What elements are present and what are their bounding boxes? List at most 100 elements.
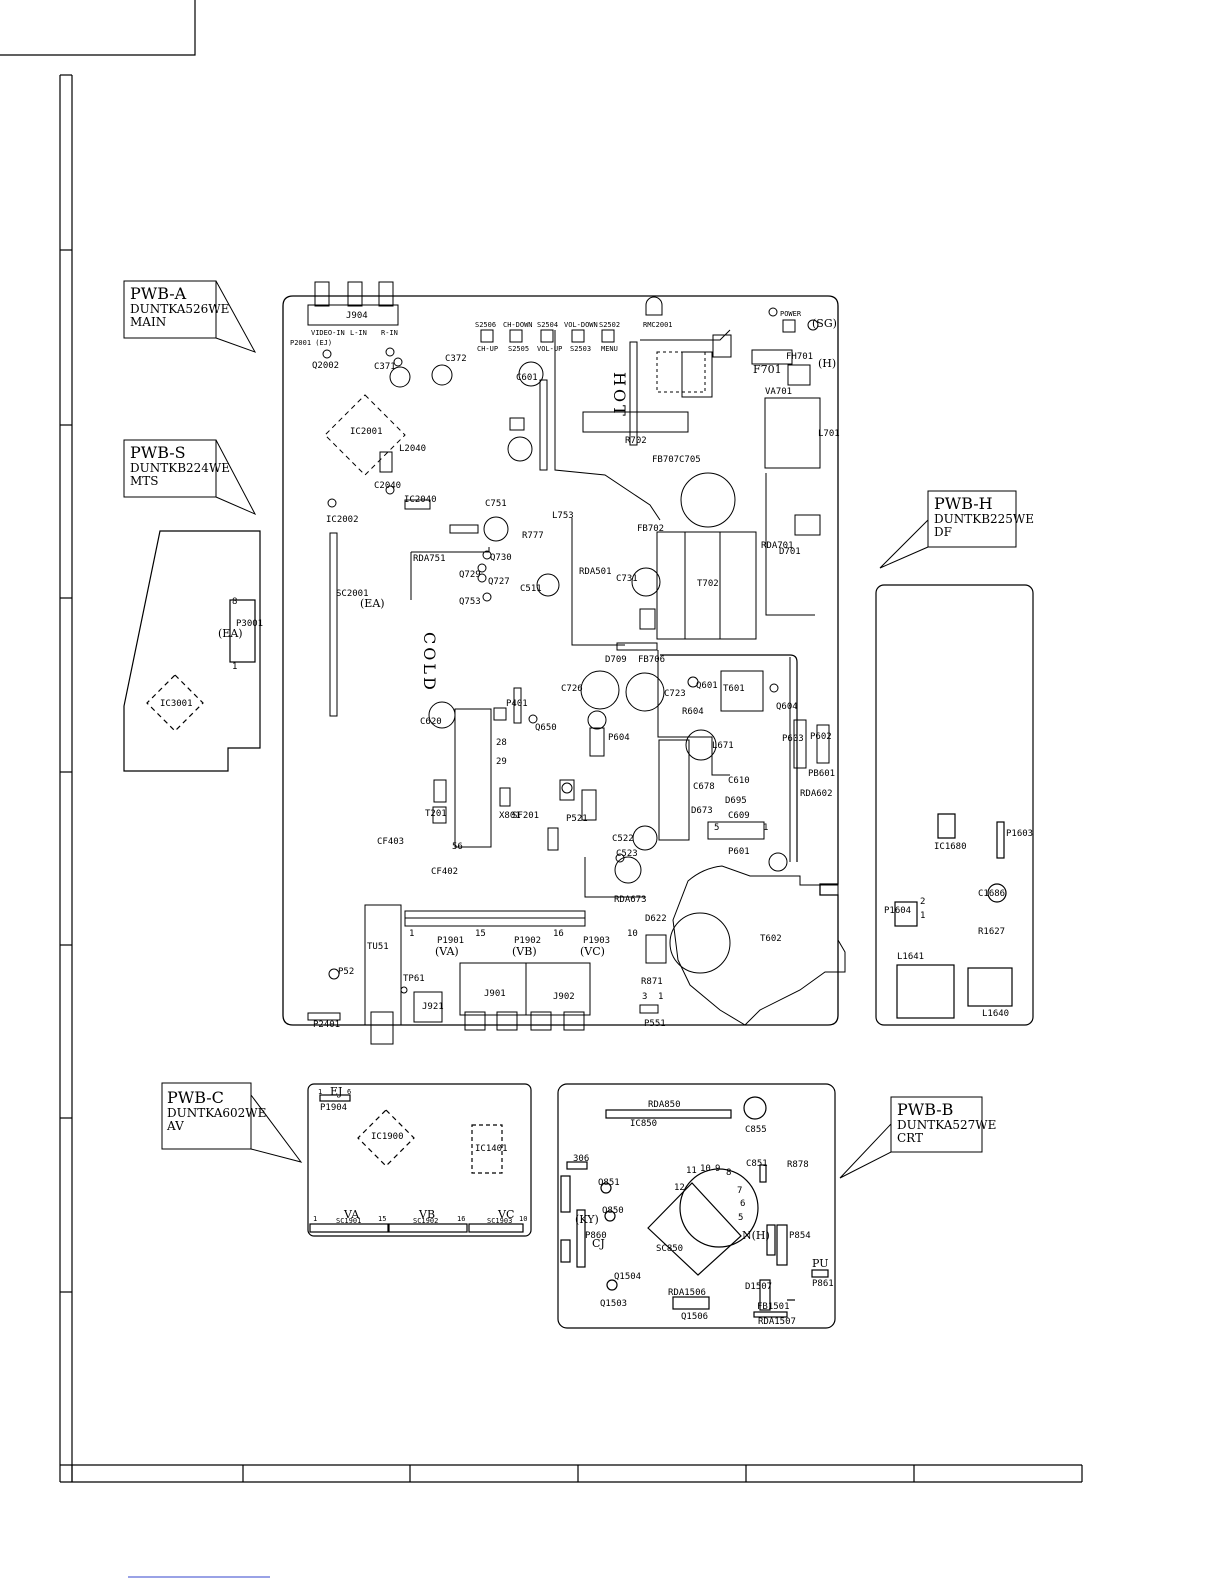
label-video-in: VIDEO-IN: [311, 329, 345, 337]
label-j902: J902: [553, 992, 575, 1002]
label-p861: P861: [812, 1279, 834, 1289]
label-l1641: L1641: [897, 952, 925, 962]
label-ic2002: IC2002: [326, 515, 359, 525]
label-cj: CJ: [592, 1237, 605, 1250]
callout-title: PWB-H: [934, 494, 993, 513]
label-l701: L701: [818, 429, 840, 439]
label-d709: D709: [605, 655, 627, 665]
label-l753: L753: [552, 511, 574, 521]
callout-description: MTS: [130, 474, 159, 488]
label-crt-pin-6: 6: [740, 1199, 746, 1209]
label-av-pin1: 1: [313, 1215, 318, 1223]
label-rda1506: RDA1506: [668, 1288, 706, 1298]
label-p2401: P2401: [313, 1020, 341, 1030]
main-board-components: [307, 281, 846, 1045]
label-tu51: TU51: [367, 942, 389, 952]
label-r777: R777: [522, 531, 544, 541]
label-ch-down: CH-DOWN: [503, 321, 533, 329]
label-crt-pin-7: 7: [737, 1186, 743, 1196]
label-mts-pin1: 1: [232, 662, 238, 672]
label-pin56: 56: [452, 842, 463, 852]
label-c678: C678: [693, 782, 715, 792]
label-vb: (VB): [512, 945, 537, 958]
label-c609: C609: [728, 811, 750, 821]
label-cf402: CF402: [431, 867, 459, 877]
label-p1604: P1604: [884, 906, 912, 916]
label-pin16: 16: [553, 929, 564, 939]
label-ic2001: IC2001: [350, 427, 383, 437]
label-rda701: RDA701: [761, 541, 794, 551]
label-p603: P603: [782, 734, 804, 744]
label-q727: Q727: [488, 577, 510, 587]
label-r604: R604: [682, 707, 704, 717]
label-q851: Q851: [598, 1178, 620, 1188]
label-tp61: TP61: [403, 974, 425, 984]
label-c511: C511: [520, 584, 542, 594]
label-va: (VA): [435, 945, 459, 958]
label-p860: P860: [585, 1231, 607, 1241]
mts-board-outline: [123, 530, 261, 772]
label-q1503: Q1503: [600, 1299, 628, 1309]
label-d673: D673: [691, 806, 713, 816]
callout-description: MAIN: [130, 315, 167, 329]
label-cf403: CF403: [377, 837, 405, 847]
label-fb707: FB707: [652, 455, 680, 465]
label-ej: EJ: [330, 1085, 343, 1098]
label-power: POWER: [780, 310, 802, 318]
label-r878: R878: [787, 1160, 809, 1170]
label-rda1507: RDA1507: [758, 1317, 796, 1327]
label-va701: VA701: [765, 387, 793, 397]
label-n-h: N(H): [742, 1229, 770, 1242]
label-q1506: Q1506: [681, 1312, 709, 1322]
label-rda850: RDA850: [648, 1100, 681, 1110]
label-c371: C371: [374, 362, 396, 372]
label-crt-pin-9: 9: [715, 1164, 721, 1174]
label-p3001: P3001: [236, 619, 264, 629]
label-rda673: RDA673: [614, 895, 647, 905]
label-p604: P604: [608, 733, 630, 743]
label-menu: MENU: [601, 345, 618, 353]
label-s2506: S2506: [475, 321, 497, 329]
callout-title: PWB-S: [130, 443, 186, 462]
label-pin10: 10: [627, 929, 638, 939]
label-vc: (VC): [580, 945, 605, 958]
label-crt-pin-8: 8: [726, 1168, 732, 1178]
callout-shapes: [123, 280, 1017, 1179]
label-p1901: P1901: [437, 936, 465, 946]
label-vol-up: VOL-UP: [537, 345, 563, 353]
label-c851: C851: [746, 1159, 768, 1169]
callout-pwb-a: PWB-A DUNTKA526WE MAIN: [130, 285, 229, 329]
label-q850: Q850: [602, 1206, 624, 1216]
label-x801: X801: [499, 811, 521, 821]
label-sc850: SC850: [656, 1244, 684, 1254]
df-board-outline: [875, 584, 1034, 1026]
label-t702: T702: [697, 579, 719, 589]
label-r-in: R-IN: [381, 329, 398, 337]
label-rda602: RDA602: [800, 789, 833, 799]
label-t201: T201: [425, 809, 447, 819]
label-c610: C610: [728, 776, 750, 786]
label-av-vc: VC: [498, 1208, 515, 1221]
label-ic3001: IC3001: [160, 699, 193, 709]
label-l671: L671: [712, 741, 734, 751]
label-pin28: 28: [496, 738, 507, 748]
label-pin1: 1: [409, 929, 415, 939]
label-t601: T601: [723, 684, 745, 694]
label-rda501: RDA501: [579, 567, 612, 577]
label-p521: P521: [566, 814, 588, 824]
label-p1904: P1904: [320, 1103, 348, 1113]
callout-pwb-c: PWB-C DUNTKA602WE AV: [167, 1089, 266, 1133]
label-q601: Q601: [696, 681, 718, 691]
label-q753: Q753: [459, 597, 481, 607]
label-j901: J901: [484, 989, 506, 999]
label-pin15: 15: [475, 929, 486, 939]
callout-part-number: DUNTKA602WE: [167, 1106, 267, 1120]
label-c723: C723: [664, 689, 686, 699]
callout-description: AV: [167, 1119, 184, 1133]
label-l2040: L2040: [399, 444, 427, 454]
label-crt-pin-10: 10: [700, 1164, 711, 1174]
label-c523: C523: [616, 849, 638, 859]
label-cold: COLD: [420, 632, 439, 693]
label-av-va: VA: [344, 1208, 360, 1221]
